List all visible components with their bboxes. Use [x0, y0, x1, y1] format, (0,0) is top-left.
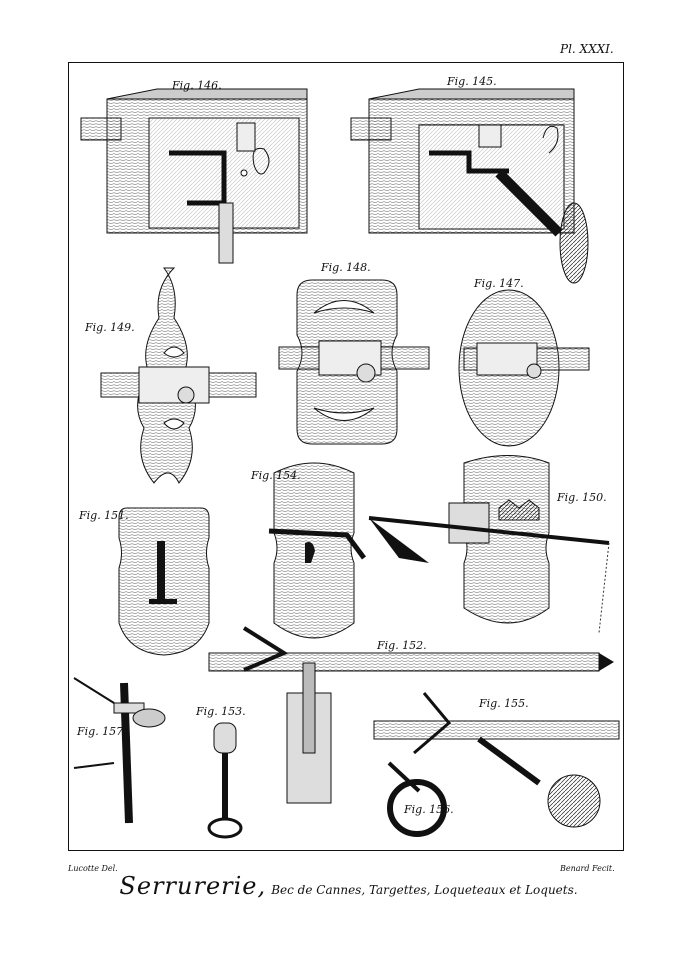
fig-157-label: Fig. 157. — [77, 725, 127, 738]
fig-145-label: Fig. 145. — [447, 75, 497, 88]
fig-152-label: Fig. 152. — [377, 639, 427, 652]
fig-153-label: Fig. 153. — [196, 705, 246, 718]
fig-151-label: Fig. 151. — [79, 509, 129, 522]
latch-157 — [73, 677, 166, 824]
plate-number: Pl. XXXI. — [560, 42, 614, 56]
fig-156-label: Fig. 156. — [404, 803, 454, 816]
plate-147 — [458, 289, 590, 447]
credit-draughtsman: Lucotte Del. — [68, 864, 118, 873]
plate-150 — [368, 455, 610, 634]
engraving-frame: Fig. 146. Fig. 145. Fig. 148. Fig. 147. … — [68, 62, 624, 851]
fig-154-label: Fig. 154. — [251, 469, 301, 482]
rod-152 — [208, 626, 614, 804]
lock-box-145 — [350, 88, 589, 284]
fig-146-label: Fig. 146. — [172, 79, 222, 92]
plate-151 — [118, 507, 210, 656]
plate-148 — [278, 279, 430, 445]
fig-155-label: Fig. 155. — [479, 697, 529, 710]
fig-147-label: Fig. 147. — [474, 277, 524, 290]
plate-title: Serrurerie, Bec de Cannes, Targettes, Lo… — [0, 872, 697, 900]
rod-155 — [373, 692, 620, 828]
lock-box-146 — [80, 88, 308, 264]
fig-148-label: Fig. 148. — [321, 261, 371, 274]
plate-154 — [268, 462, 367, 639]
ring-156 — [387, 761, 447, 837]
plate-title-main: Serrurerie, — [119, 872, 267, 900]
engraving-artwork — [73, 88, 620, 839]
ornate-plate-149 — [100, 267, 257, 484]
credit-engraver: Benard Fecit. — [560, 864, 615, 873]
plate-title-sub: Bec de Cannes, Targettes, Loqueteaux et … — [271, 883, 578, 897]
key-153 — [207, 722, 243, 839]
fig-149-label: Fig. 149. — [85, 321, 135, 334]
fig-150-label: Fig. 150. — [557, 491, 607, 504]
